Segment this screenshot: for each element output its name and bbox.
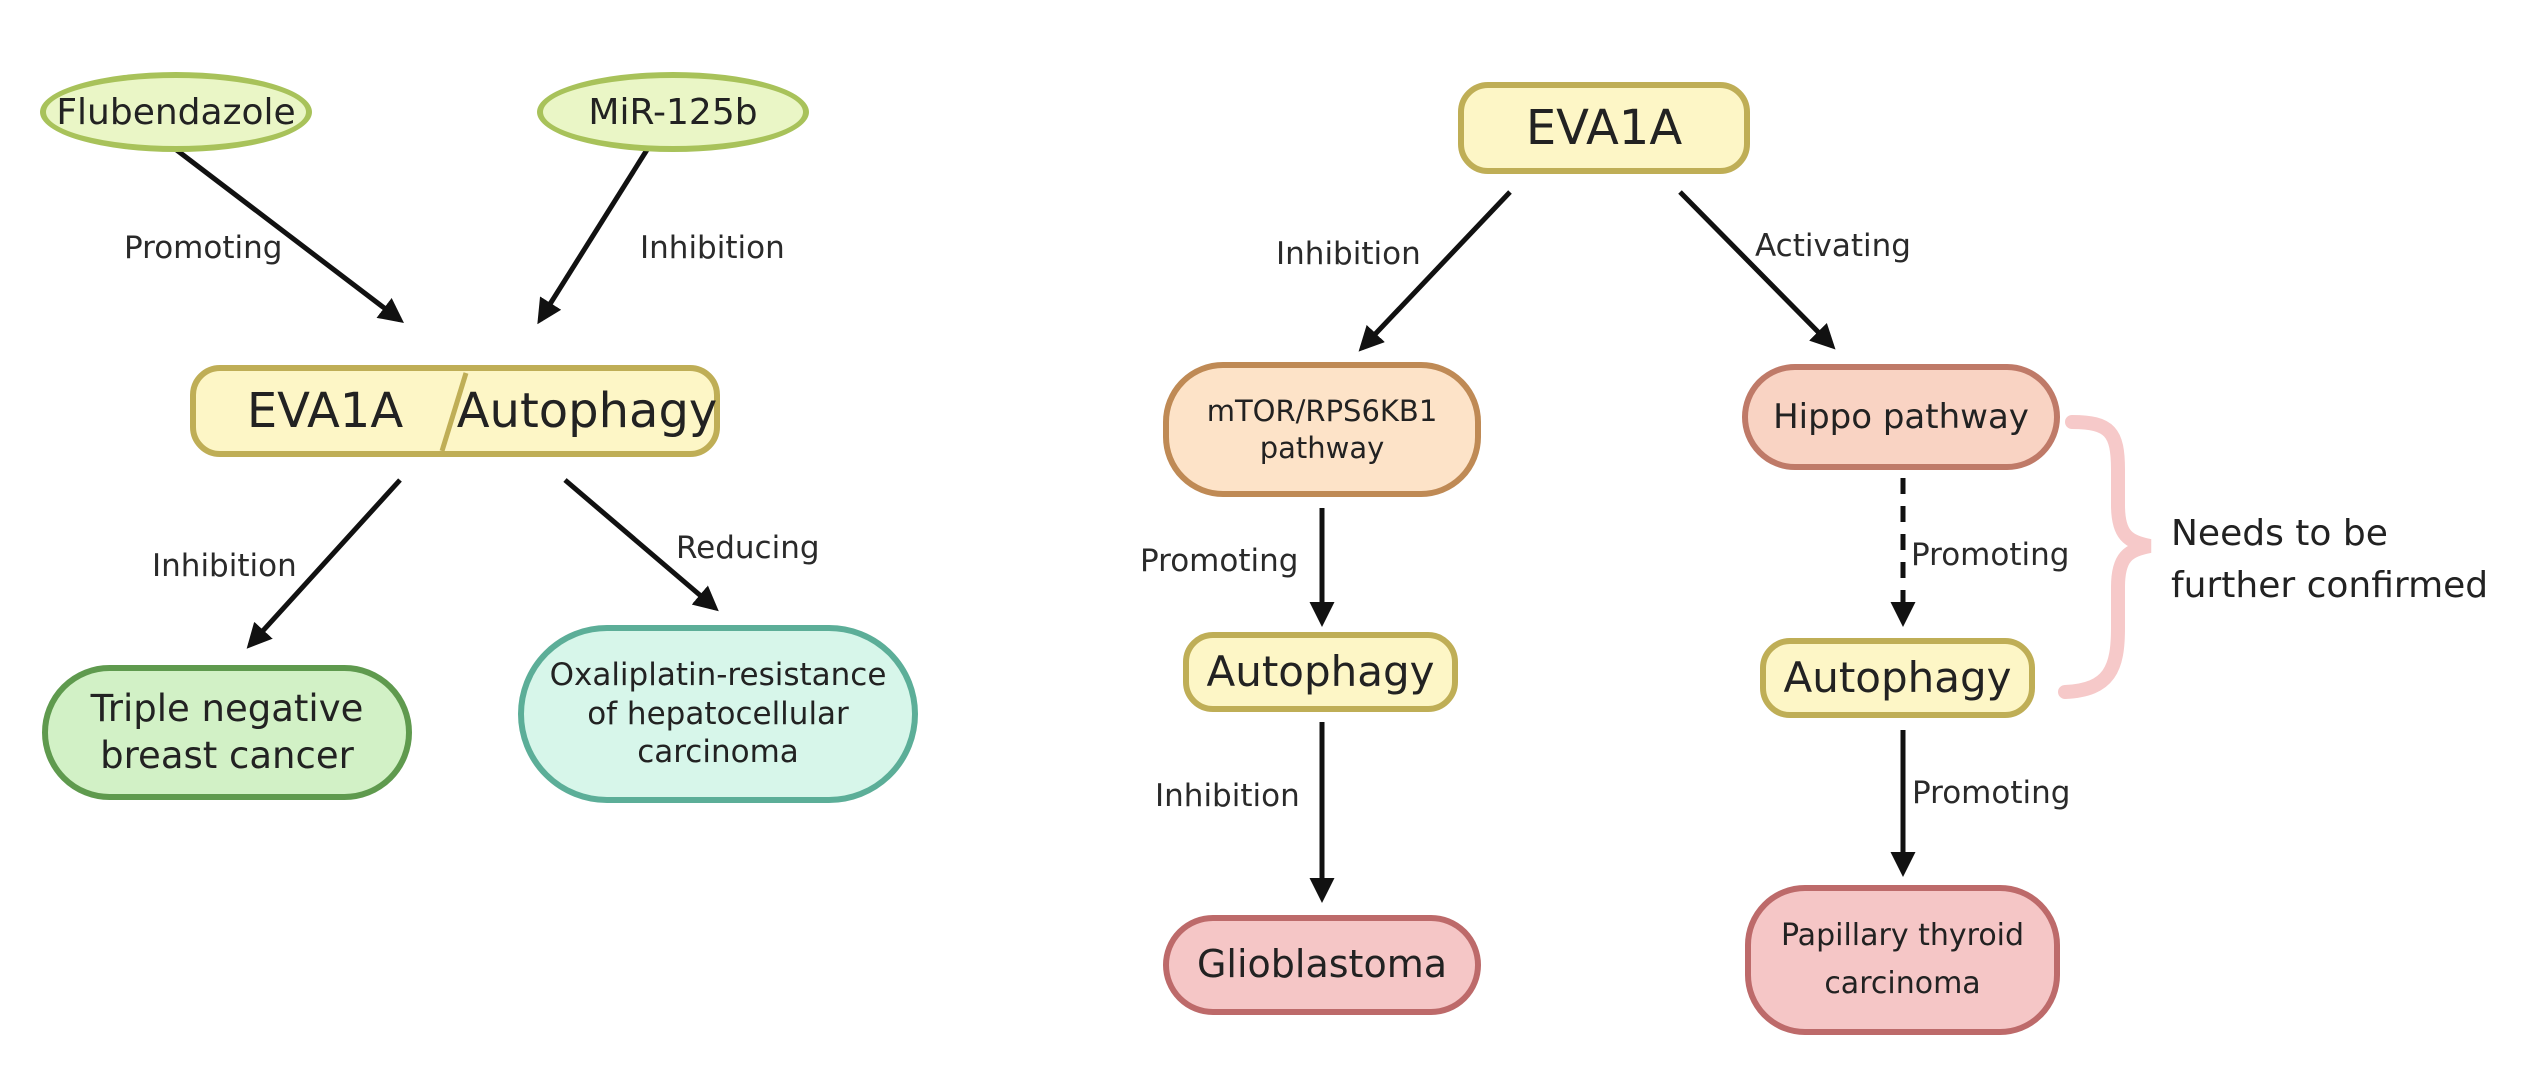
label-inhibition-top: Inhibition: [640, 230, 785, 266]
arrow-autophagy-to-oxali: [563, 478, 719, 612]
combo-divider: [439, 372, 469, 452]
node-ptc: Papillary thyroid carcinoma: [1745, 885, 2060, 1035]
arrow-eva1a-to-tnbc: [246, 478, 402, 649]
arrow-eva1a-to-hippo: [1678, 190, 1836, 350]
combo-autophagy: Autophagy: [456, 383, 718, 439]
arrow-flubendazole-to-eva1a: [168, 143, 404, 324]
node-autophagy-right: Autophagy: [1760, 638, 2035, 718]
node-mir125b: MiR-125b: [537, 72, 809, 152]
label-promoting: Promoting: [124, 230, 283, 266]
node-mtor: mTOR/RPS6KB1 pathway: [1163, 362, 1481, 497]
label-inhibition-bottom: Inhibition: [152, 548, 297, 584]
node-eva1a-autophagy: EVA1A Autophagy: [190, 365, 720, 457]
note-needs-confirmation: Needs to be further confirmed: [2171, 513, 2489, 607]
arrow-mir125b-to-autophagy: [537, 143, 653, 325]
node-tnbc: Triple negative breast cancer: [42, 665, 412, 800]
node-hippo: Hippo pathway: [1742, 364, 2060, 470]
arrow-eva1a-to-mtor: [1358, 190, 1512, 352]
label-promoting-left: Promoting: [1140, 543, 1299, 579]
label-activating: Activating: [1755, 228, 1911, 264]
label-promoting-right: Promoting: [1912, 775, 2071, 811]
combo-eva1a: EVA1A: [246, 383, 404, 439]
node-oxali: Oxaliplatin-resistance of hepatocellular…: [518, 625, 918, 803]
label-inhibition-2: Inhibition: [1155, 778, 1300, 814]
curly-brace: [2058, 415, 2152, 699]
node-flubendazole: Flubendazole: [40, 72, 312, 152]
label-promoting-dashed: Promoting: [1911, 537, 2070, 573]
node-eva1a-root: EVA1A: [1458, 82, 1750, 174]
node-autophagy-left: Autophagy: [1183, 632, 1458, 712]
node-glioblastoma: Glioblastoma: [1163, 915, 1481, 1015]
label-inhibition-1: Inhibition: [1276, 236, 1421, 272]
label-reducing: Reducing: [676, 530, 820, 566]
